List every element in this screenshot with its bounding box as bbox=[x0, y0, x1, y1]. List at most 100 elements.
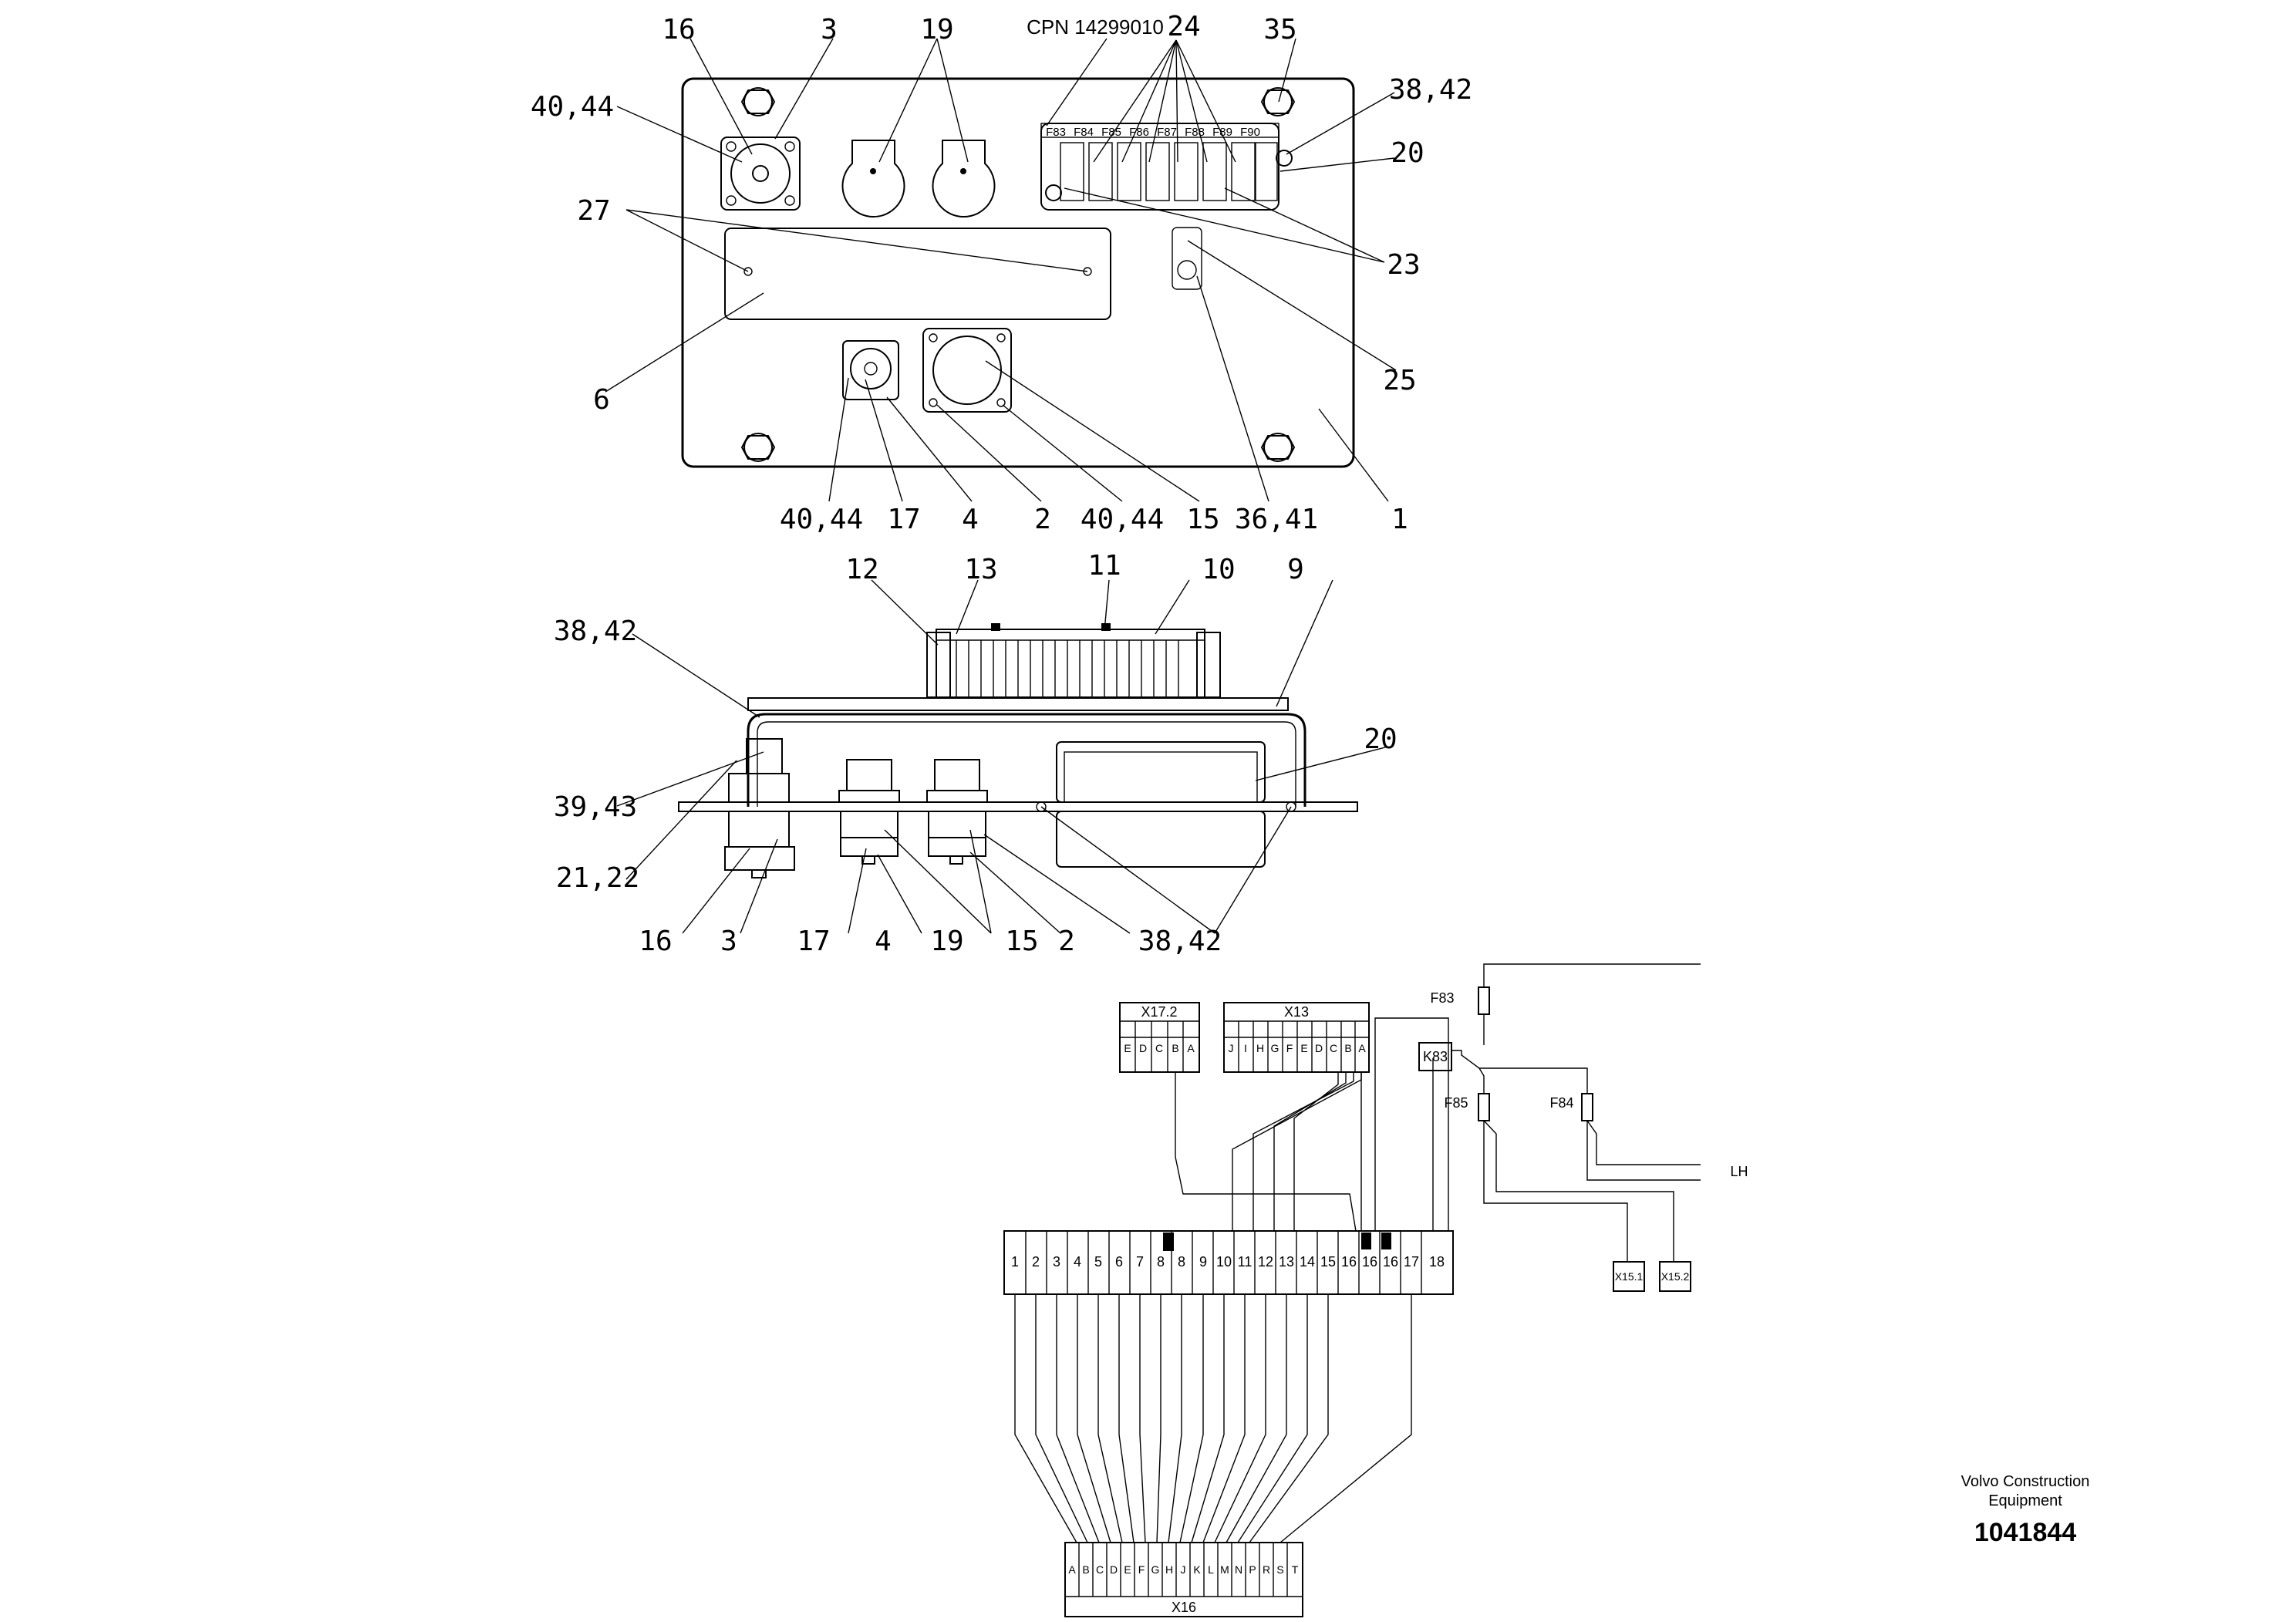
pin-label: F bbox=[1286, 1042, 1293, 1054]
callout: 40,44 bbox=[531, 91, 614, 123]
top-callouts: 16 3 19 24 35 40,44 38,42 20 27 23 25 6 bbox=[531, 11, 1472, 416]
terminal-number: 16 bbox=[1383, 1254, 1398, 1270]
top-view-panel bbox=[681, 77, 1355, 468]
terminal-number: 16 bbox=[1362, 1254, 1377, 1270]
callout: 25 bbox=[1383, 365, 1416, 396]
terminal-number: 15 bbox=[1320, 1254, 1336, 1270]
pin-label: A bbox=[1187, 1042, 1195, 1054]
callout: 40,44 bbox=[1081, 504, 1164, 535]
fuse-f85-label: F85 bbox=[1444, 1095, 1468, 1111]
pin-label: C bbox=[1330, 1042, 1337, 1054]
callout: 10 bbox=[1202, 554, 1235, 585]
part-number: CPN 14299010 bbox=[1027, 15, 1164, 39]
callout: 12 bbox=[845, 554, 878, 585]
callout: 13 bbox=[964, 554, 997, 585]
top-view-leaders bbox=[605, 38, 1397, 502]
x16-dividers bbox=[1078, 1543, 1288, 1597]
pin-label: C bbox=[1096, 1563, 1104, 1576]
side-view-leaders bbox=[616, 579, 1389, 934]
pin-label: L bbox=[1208, 1563, 1214, 1576]
callout: 16 bbox=[662, 14, 695, 46]
pin-label: A bbox=[1358, 1042, 1366, 1054]
x13-pins: J I H G F E D C B A bbox=[1229, 1042, 1367, 1054]
callout: 38,42 bbox=[1389, 74, 1472, 106]
pin-label: J bbox=[1229, 1042, 1234, 1054]
callout: 39,43 bbox=[554, 791, 637, 823]
pin-label: M bbox=[1220, 1563, 1229, 1576]
pin-label: D bbox=[1110, 1563, 1118, 1576]
plug-19 bbox=[841, 140, 996, 218]
terminal-numbers: 1 2 3 4 5 6 7 8 8 9 10 11 12 13 14 15 16… bbox=[1011, 1254, 1445, 1270]
pin-label: E bbox=[1300, 1042, 1307, 1054]
callout: 11 bbox=[1087, 550, 1121, 582]
pin-label: R bbox=[1263, 1563, 1270, 1576]
upper-wires bbox=[1175, 1017, 1449, 1232]
x17-2-pins: E D C B A bbox=[1124, 1042, 1195, 1054]
pin-label: T bbox=[1292, 1563, 1299, 1576]
pin-label: D bbox=[1315, 1042, 1323, 1054]
callout: 19 bbox=[930, 926, 963, 957]
callout: 17 bbox=[797, 926, 830, 957]
relay-k83-label: K83 bbox=[1423, 1049, 1448, 1064]
callout: 3 bbox=[821, 14, 838, 46]
pin-label: N bbox=[1235, 1563, 1242, 1576]
pin-label: B bbox=[1082, 1563, 1089, 1576]
callout: 20 bbox=[1364, 723, 1397, 755]
callout: 23 bbox=[1387, 249, 1420, 281]
terminal-number: 2 bbox=[1032, 1254, 1040, 1270]
terminal-number: 11 bbox=[1238, 1254, 1253, 1270]
connector-16 bbox=[720, 137, 801, 211]
fuse-label: F88 bbox=[1185, 126, 1205, 139]
lower-wires bbox=[1014, 1294, 1412, 1543]
lh-label: LH bbox=[1730, 1164, 1748, 1179]
side-bottom-callouts: 16 3 17 4 19 15 2 38,42 bbox=[639, 926, 1222, 957]
callout: 24 bbox=[1167, 11, 1200, 42]
pin-label: H bbox=[1256, 1042, 1264, 1054]
callout: 3 bbox=[720, 926, 737, 957]
terminal-number: 17 bbox=[1404, 1254, 1419, 1270]
pin-label: G bbox=[1271, 1042, 1279, 1054]
pin-label: J bbox=[1181, 1563, 1186, 1576]
terminal-number: 1 bbox=[1011, 1254, 1019, 1270]
terminal-number: 4 bbox=[1074, 1254, 1081, 1270]
terminal-number: 16 bbox=[1341, 1254, 1357, 1270]
x17-2-label: X17.2 bbox=[1141, 1004, 1177, 1020]
terminal-dividers bbox=[1025, 1231, 1422, 1294]
fuse-label: F83 bbox=[1046, 126, 1066, 139]
callout: 21,22 bbox=[556, 862, 639, 894]
fuse-label: F87 bbox=[1157, 126, 1177, 139]
side-view bbox=[678, 623, 1358, 878]
terminal-number: 18 bbox=[1429, 1254, 1445, 1270]
x13-label: X13 bbox=[1284, 1004, 1309, 1020]
terminal-number: 13 bbox=[1279, 1254, 1294, 1270]
pin-label: K bbox=[1193, 1563, 1201, 1576]
connector-17 bbox=[842, 340, 899, 400]
callout: 38,42 bbox=[1138, 926, 1222, 957]
fuse-label: F85 bbox=[1101, 126, 1121, 139]
callout: 27 bbox=[577, 195, 610, 227]
fuse-label: F89 bbox=[1212, 126, 1232, 139]
callout: 16 bbox=[639, 926, 672, 957]
pin-label: S bbox=[1276, 1563, 1283, 1576]
terminal-number: 9 bbox=[1199, 1254, 1207, 1270]
fuse-labels: F83 F84 F85 F86 F87 F88 F89 F90 bbox=[1046, 126, 1260, 139]
callout: 15 bbox=[1186, 504, 1219, 535]
terminal-number: 14 bbox=[1300, 1254, 1315, 1270]
schematic bbox=[1003, 963, 1701, 1617]
fuse-label: F84 bbox=[1074, 126, 1094, 139]
fuse-label: F86 bbox=[1129, 126, 1149, 139]
terminal-number: 3 bbox=[1053, 1254, 1060, 1270]
pin-label: E bbox=[1124, 1563, 1131, 1576]
pin-label: B bbox=[1172, 1042, 1178, 1054]
terminal-number: 8 bbox=[1157, 1254, 1165, 1270]
company-name-line2: Equipment bbox=[1988, 1492, 2062, 1509]
callout: 36,41 bbox=[1235, 504, 1318, 535]
label-plate bbox=[724, 228, 1111, 320]
callout: 4 bbox=[875, 926, 892, 957]
callout: 20 bbox=[1391, 137, 1424, 169]
company-name: Volvo Construction bbox=[1961, 1473, 2090, 1490]
callout: 35 bbox=[1263, 14, 1296, 46]
pin-label: D bbox=[1139, 1042, 1147, 1054]
pin-label: I bbox=[1244, 1042, 1247, 1054]
